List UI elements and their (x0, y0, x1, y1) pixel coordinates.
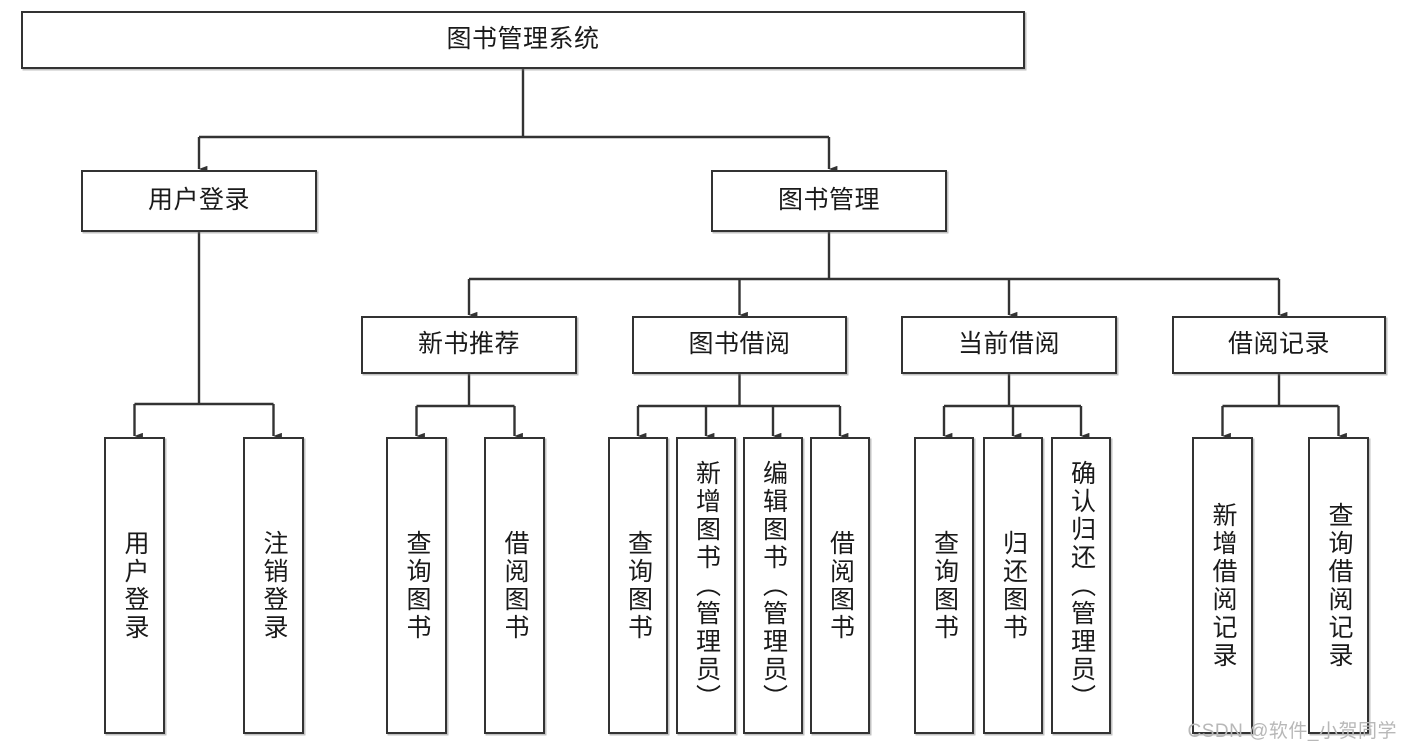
node-leaf-new-2[interactable]: 借阅图书 (484, 437, 545, 734)
node-label: 查询图书 (403, 529, 431, 642)
node-newbook[interactable]: 新书推荐 (361, 316, 577, 374)
node-leaf-borrow-3[interactable]: 编辑图书（管理员） (743, 437, 803, 734)
node-bookmgmt[interactable]: 图书管理 (711, 170, 947, 232)
node-label: 图书管理 (777, 186, 880, 215)
node-label: 注销登录 (260, 529, 288, 642)
node-label: 编辑图书（管理员） (759, 459, 788, 712)
node-leaf-login-2[interactable]: 注销登录 (243, 437, 304, 734)
node-leaf-login-1[interactable]: 用户登录 (104, 437, 165, 734)
node-leaf-cur-2[interactable]: 归还图书 (983, 437, 1043, 734)
node-leaf-cur-1[interactable]: 查询图书 (914, 437, 974, 734)
node-label: 确认归还（管理员） (1067, 459, 1096, 712)
node-leaf-rec-1[interactable]: 新增借阅记录 (1192, 437, 1253, 734)
node-label: 当前借阅 (957, 330, 1060, 359)
node-label: 查询借阅记录 (1325, 501, 1353, 670)
node-label: 借阅记录 (1227, 330, 1330, 359)
node-label: 新书推荐 (417, 330, 520, 359)
node-label: 查询图书 (930, 529, 959, 642)
node-leaf-borrow-1[interactable]: 查询图书 (608, 437, 668, 734)
node-leaf-borrow-2[interactable]: 新增图书（管理员） (676, 437, 736, 734)
node-label: 新增借阅记录 (1209, 501, 1237, 670)
node-label: 图书管理系统 (446, 25, 600, 54)
node-label: 查询图书 (624, 529, 653, 642)
node-label: 用户登录 (121, 529, 149, 642)
node-root[interactable]: 图书管理系统 (21, 11, 1025, 69)
node-login[interactable]: 用户登录 (81, 170, 317, 232)
node-records[interactable]: 借阅记录 (1172, 316, 1386, 374)
node-current[interactable]: 当前借阅 (901, 316, 1117, 374)
node-leaf-cur-3[interactable]: 确认归还（管理员） (1051, 437, 1111, 734)
node-borrow[interactable]: 图书借阅 (632, 316, 847, 374)
node-label: 图书借阅 (688, 330, 791, 359)
node-leaf-rec-2[interactable]: 查询借阅记录 (1308, 437, 1369, 734)
node-label: 归还图书 (999, 529, 1028, 642)
node-label: 用户登录 (147, 186, 250, 215)
watermark: CSDN @软件_小贺同学 (1187, 721, 1397, 742)
node-label: 借阅图书 (826, 529, 855, 642)
node-label: 借阅图书 (501, 529, 529, 642)
node-label: 新增图书（管理员） (692, 459, 721, 712)
node-leaf-new-1[interactable]: 查询图书 (386, 437, 447, 734)
node-leaf-borrow-4[interactable]: 借阅图书 (810, 437, 870, 734)
